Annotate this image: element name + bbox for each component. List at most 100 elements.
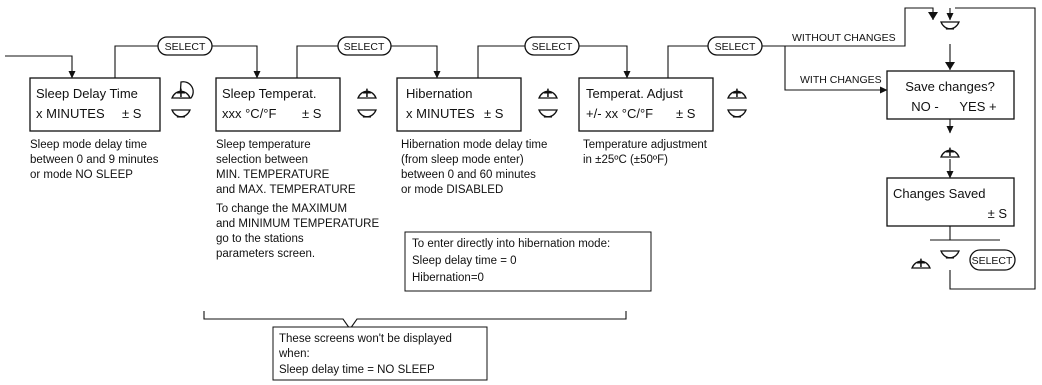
hibernation-direct-note: To enter directly into hibernation mode:… — [404, 231, 652, 292]
sleep-delay-title: Sleep Delay Time — [36, 86, 138, 101]
changes-saved-title: Changes Saved — [893, 186, 986, 201]
connector-1b — [210, 45, 261, 79]
description-line: Temperature adjustment — [583, 139, 708, 151]
select-button-2[interactable]: SELECT — [337, 36, 392, 56]
plus-button[interactable]: + — [357, 86, 377, 101]
screen-sleep-delay: Sleep Delay Time x MINUTES ± S — [29, 77, 161, 132]
hibernation-suffix: ± S — [484, 106, 504, 121]
minus-button[interactable]: − — [357, 109, 377, 125]
select-label: SELECT — [972, 255, 1013, 267]
minus-icon: − — [176, 110, 187, 125]
note-line: These screens won't be displayed — [279, 333, 452, 345]
select-label: SELECT — [532, 41, 573, 53]
description-line: MIN. TEMPERATURE — [216, 169, 330, 181]
note-line: go to the stations — [216, 233, 304, 245]
minus-button[interactable]: − — [727, 109, 747, 125]
plus-icon: + — [176, 86, 187, 101]
description-line: selection between — [216, 154, 308, 166]
sleep-temp-suffix: ± S — [302, 106, 322, 121]
save-changes-title: Save changes? — [905, 79, 995, 94]
description-line: Sleep mode delay time — [30, 139, 147, 151]
note-line: To change the MAXIMUM — [216, 203, 347, 215]
description-line: and MAX. TEMPERATURE — [216, 184, 356, 196]
plus-button[interactable]: + — [727, 86, 747, 101]
temp-adjust-suffix: ± S — [676, 106, 696, 121]
return-loop — [949, 7, 1036, 290]
select-button-5[interactable]: SELECT — [969, 249, 1016, 271]
save-no-option: NO - — [911, 99, 938, 114]
note-line: To enter directly into hibernation mode: — [412, 238, 610, 250]
minus-button[interactable]: − — [171, 109, 191, 125]
select-label: SELECT — [715, 41, 756, 53]
select-label: SELECT — [344, 41, 385, 53]
select-button-3[interactable]: SELECT — [524, 36, 580, 56]
sleep-delay-value: x MINUTES — [36, 106, 105, 121]
temp-adjust-value: +/- xx °C/°F — [586, 106, 653, 121]
minus-button-top[interactable]: − — [940, 21, 960, 37]
arrow-head — [945, 62, 955, 70]
plus-button-confirm[interactable]: + — [940, 145, 960, 160]
description-line: Sleep temperature — [216, 139, 311, 151]
flow-connectors — [5, 7, 1036, 290]
hibernation-description: Hibernation mode delay time (from sleep … — [401, 139, 547, 196]
plus-icon: + — [362, 86, 373, 101]
minus-icon: − — [362, 110, 373, 125]
with-changes-label: WITH CHANGES — [800, 74, 882, 86]
connector-2b — [389, 45, 441, 79]
minus-icon: − — [732, 110, 743, 125]
connector-3b — [577, 45, 631, 79]
plus-icon: + — [945, 145, 956, 160]
minus-button-bottom[interactable]: − — [940, 250, 960, 266]
connector-1a — [114, 45, 160, 78]
plus-icon: + — [543, 86, 554, 101]
note-line: Hibernation=0 — [412, 272, 484, 284]
note-line: and MINIMUM TEMPERATURE — [216, 218, 379, 230]
sleep-temp-value: xxx °C/°F — [222, 106, 277, 121]
note-line: Sleep delay time = 0 — [412, 255, 517, 267]
sleep-delay-description: Sleep mode delay time between 0 and 9 mi… — [30, 139, 159, 181]
description-line: between 0 and 60 minutes — [401, 169, 536, 181]
select-button-4[interactable]: SELECT — [707, 36, 763, 56]
temp-adjust-description: Temperature adjustment in ±25ºC (±50ºF) — [583, 139, 708, 166]
screen-temperature-adjust: Temperat. Adjust +/- xx °C/°F ± S — [578, 77, 714, 132]
hibernation-value: x MINUTES — [406, 106, 475, 121]
plus-button-bottom[interactable]: + — [911, 256, 931, 271]
select-button-1[interactable]: SELECT — [157, 36, 213, 56]
note-line: when: — [278, 348, 310, 360]
plus-icon: + — [916, 256, 927, 271]
sleep-temp-description: Sleep temperature selection between MIN.… — [216, 139, 379, 260]
description-line: Hibernation mode delay time — [401, 139, 547, 151]
changes-saved-suffix: ± S — [988, 206, 1008, 221]
sleep-delay-suffix: ± S — [122, 106, 142, 121]
minus-icon: − — [945, 22, 956, 37]
arrow-head — [928, 12, 938, 20]
description-line: between 0 and 9 minutes — [30, 154, 159, 166]
plus-button[interactable]: + — [171, 81, 194, 101]
without-changes-label: WITHOUT CHANGES — [792, 32, 896, 44]
description-line: or mode DISABLED — [401, 184, 503, 196]
plus-button[interactable]: + — [538, 86, 558, 101]
note-line: parameters screen. — [216, 248, 315, 260]
minus-icon: − — [543, 110, 554, 125]
not-displayed-note: These screens won't be displayed when: S… — [272, 326, 488, 381]
save-yes-option: YES + — [959, 99, 996, 114]
plus-icon: + — [732, 86, 743, 101]
sleep-temp-title: Sleep Temperat. — [222, 86, 316, 101]
screen-hibernation: Hibernation x MINUTES ± S — [396, 77, 522, 132]
minus-button[interactable]: − — [538, 109, 558, 125]
branch-with-changes — [784, 46, 888, 94]
screen-changes-saved: Changes Saved ± S — [886, 177, 1015, 227]
minus-icon: − — [945, 251, 956, 266]
description-line: (from sleep mode enter) — [401, 154, 524, 166]
select-label: SELECT — [165, 41, 206, 53]
description-line: in ±25ºC (±50ºF) — [583, 154, 668, 166]
entry-arrow — [5, 55, 76, 79]
note-line: Sleep delay time = NO SLEEP — [279, 364, 435, 376]
connector-4a — [667, 45, 710, 78]
screen-save-changes: Save changes? NO - YES + — [886, 70, 1015, 120]
temp-adjust-title: Temperat. Adjust — [586, 86, 683, 101]
connector-2a — [296, 45, 340, 78]
connector-3a — [477, 45, 527, 78]
screen-sleep-temperature: Sleep Temperat. xxx °C/°F ± S — [215, 77, 341, 132]
